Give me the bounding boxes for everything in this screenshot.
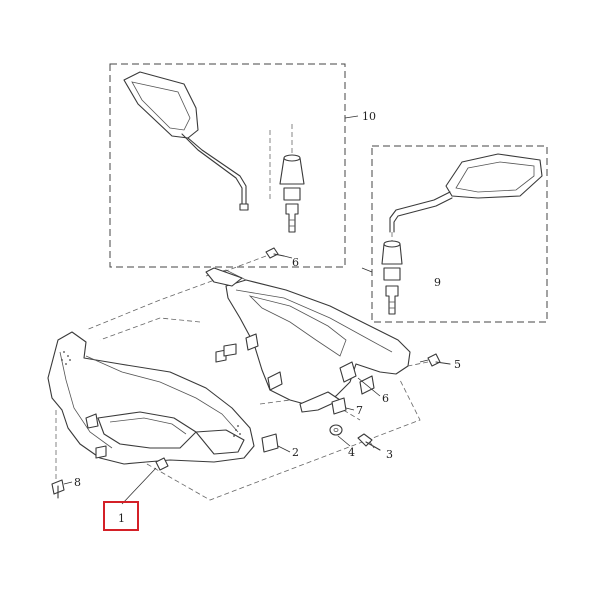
mirror-right-bolt [385, 285, 399, 315]
clip-2: 2 [261, 433, 299, 459]
screw-8: 8 [51, 476, 81, 499]
mirror-left-nut [279, 157, 305, 185]
rear-handle-cover: 6 [205, 267, 411, 413]
screw-5: 5 [407, 353, 461, 371]
mirror-left-assembly: 10 [109, 63, 376, 268]
mirror-left-stem [181, 133, 243, 205]
front-handle-cover [47, 331, 255, 471]
bolt-3: 3 [357, 433, 393, 461]
mirror-right-head [445, 153, 543, 199]
mirror-right-assembly: 9 [361, 145, 548, 323]
label-9: 9 [434, 276, 441, 289]
label-10: 10 [362, 110, 376, 123]
mirror-left-bolt [285, 203, 299, 233]
label-4: 4 [348, 446, 355, 459]
washer-4: 4 [329, 424, 355, 459]
label-2: 2 [292, 446, 299, 459]
label-8: 8 [74, 476, 81, 489]
group-box-10 [109, 63, 346, 268]
label-5: 5 [454, 358, 461, 371]
highlight-box-1 [103, 501, 139, 531]
label-1: 1 [118, 512, 125, 525]
label-3: 3 [386, 448, 393, 461]
label-6-rear: 6 [382, 392, 389, 405]
clip-7: 7 [331, 397, 363, 417]
screw-6-top: 6 [217, 247, 299, 275]
mirror-left-head [123, 71, 199, 139]
mirror-right-stem [389, 191, 451, 233]
label-6-top: 6 [292, 256, 299, 269]
label-7: 7 [356, 404, 363, 417]
callout-1: 1 [103, 467, 157, 531]
